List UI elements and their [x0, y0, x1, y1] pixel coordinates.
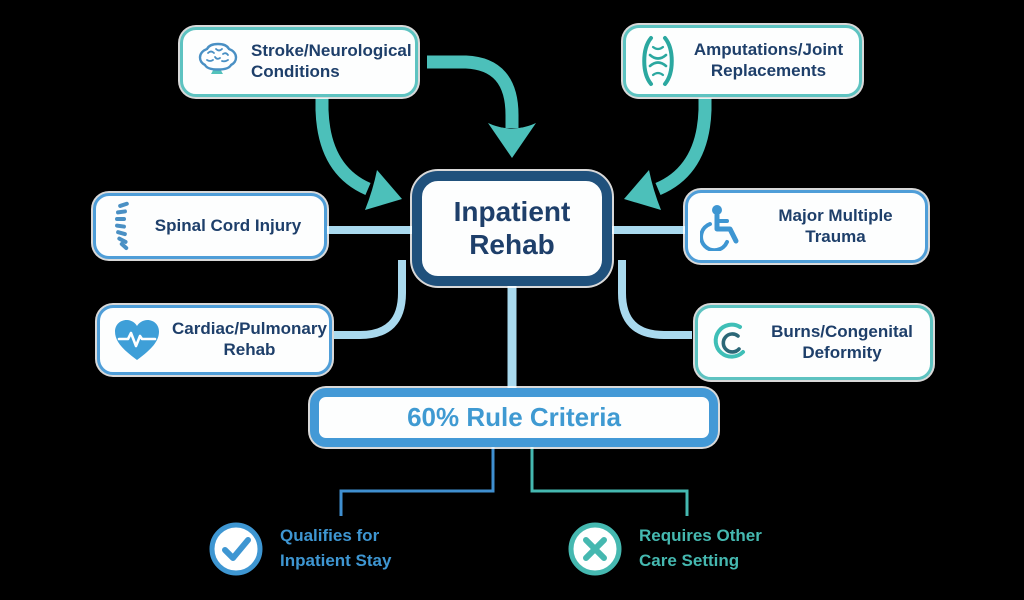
connector-burns-to-center: [618, 260, 692, 339]
brain-icon: [195, 41, 241, 83]
heart-ecg-icon: [112, 317, 162, 363]
node-label: Major Multiple Trauma: [778, 205, 893, 246]
outcome-qualifies: Qualifies for Inpatient Stay: [208, 521, 415, 577]
node-label: Spinal Cord Injury: [154, 215, 302, 235]
connector-criteria-to-qualifies: [339, 446, 495, 516]
spine-icon: [108, 200, 132, 252]
x-circle-icon: [567, 521, 623, 577]
double-c-icon: [710, 320, 754, 366]
arrow-stroke-to-center-left: [315, 98, 371, 195]
node-stroke-neurological: Stroke/Neurological Conditions: [180, 27, 418, 97]
node-label: Burns/Congenital Deformity: [771, 321, 913, 362]
node-label: Cardiac/Pulmonary Rehab: [172, 319, 327, 359]
node-label: Amputations/Joint Replacements: [693, 40, 844, 80]
joint-icon: [638, 35, 678, 87]
node-label: Stroke/Neurological Conditions: [251, 41, 412, 81]
outcome-requires-other: Requires Other Care Setting: [567, 521, 784, 577]
node-inpatient-rehab: Inpatient Rehab: [412, 171, 612, 286]
center-label: Inpatient Rehab: [453, 196, 571, 260]
arrowhead-center-top: [488, 123, 536, 158]
arrowhead-center-left: [365, 170, 402, 210]
arrow-stroke-to-center-top: [427, 55, 519, 128]
wheelchair-icon: [700, 203, 746, 251]
criteria-label: 60% Rule Criteria: [407, 402, 621, 432]
node-burns-congenital: Burns/Congenital Deformity: [695, 305, 933, 380]
node-spinal-cord-injury: Spinal Cord Injury: [93, 193, 327, 259]
outcome-label: Requires Other Care Setting: [639, 526, 762, 570]
node-major-multiple-trauma: Major Multiple Trauma: [685, 190, 928, 263]
node-60-percent-rule-criteria: 60% Rule Criteria: [310, 388, 718, 447]
node-amputations-joint: Amputations/Joint Replacements: [623, 25, 862, 97]
connector-cardiac-to-center: [334, 260, 406, 339]
check-circle-icon: [208, 521, 264, 577]
outcome-label: Qualifies for Inpatient Stay: [280, 526, 392, 570]
arrow-amputations-to-center: [655, 98, 712, 195]
node-cardiac-pulmonary: Cardiac/Pulmonary Rehab: [97, 305, 332, 375]
arrowhead-center-right: [624, 170, 661, 210]
connector-criteria-to-requires: [530, 446, 689, 516]
